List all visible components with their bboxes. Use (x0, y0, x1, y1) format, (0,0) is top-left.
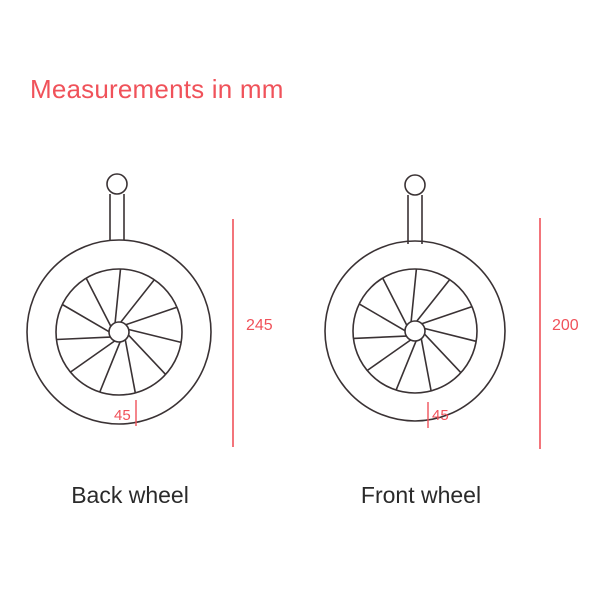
front-wheel-spoke (381, 277, 408, 326)
front-wheel-tire (324, 240, 506, 422)
back-wheel-spoke (125, 306, 178, 326)
back-height-value: 245 (246, 317, 273, 334)
front-wheel (324, 174, 506, 422)
front-wheel-spoke (366, 339, 412, 372)
back-width-value: 45 (114, 407, 131, 424)
back-wheel-spoke (85, 277, 112, 327)
back-wheel-spoke (127, 334, 167, 375)
front-wheel-rim (352, 268, 478, 394)
back-wheel-tire (26, 239, 212, 425)
front-wheel-label: Front wheel (360, 482, 482, 508)
front-wheel-spoke (423, 333, 462, 374)
front-wheel-spoke (416, 279, 451, 322)
back-wheel-spoke (61, 303, 110, 333)
back-wheel (26, 173, 212, 425)
back-wheel-hub (108, 321, 130, 343)
front-wheel-spoke (353, 335, 407, 340)
front-wheel-spoke (358, 303, 406, 332)
front-wheel-spoke (395, 340, 417, 391)
back-wheel-spoke (120, 279, 155, 323)
front-wheel-spokes (353, 268, 477, 392)
front-wheel-spoke (410, 268, 418, 322)
front-wheel-knob (404, 174, 426, 196)
back-wheel-spoke (69, 340, 116, 373)
page-title: Measurements in mm (30, 74, 284, 104)
back-wheel-spoke (56, 336, 111, 341)
front-wheel-spoke (421, 305, 473, 325)
front-wheel-spoke (420, 338, 432, 392)
back-wheel-spoke (99, 341, 121, 393)
back-wheel-label: Back wheel (71, 482, 189, 508)
back-wheel-spoke (128, 328, 182, 344)
back-wheel-spoke (124, 339, 137, 393)
back-wheel-spokes (56, 268, 182, 393)
back-wheel-knob (106, 173, 128, 195)
front-wheel-hub (404, 320, 426, 342)
front-width-value: 45 (432, 407, 449, 424)
front-wheel-spoke (424, 327, 477, 343)
back-wheel-spoke (114, 268, 122, 323)
front-height-value: 200 (552, 317, 579, 334)
back-wheel-rim (55, 268, 183, 396)
